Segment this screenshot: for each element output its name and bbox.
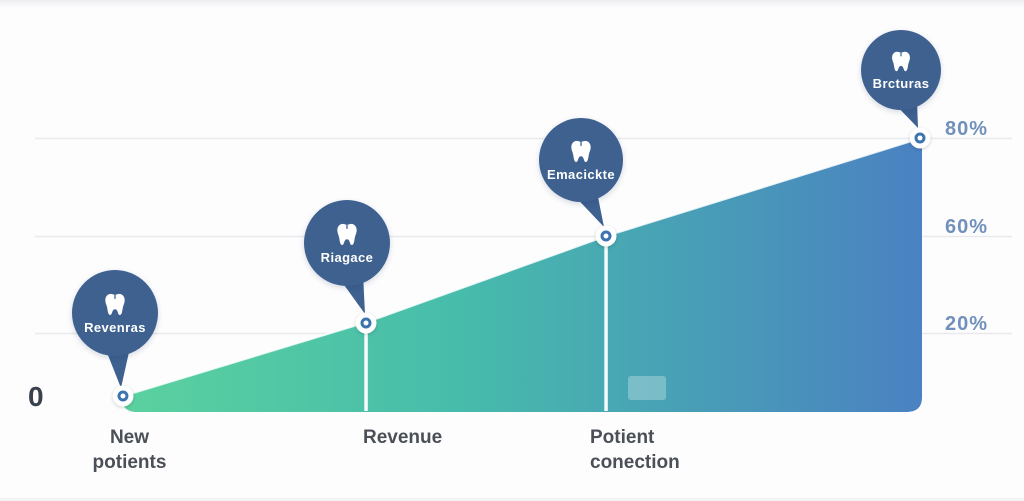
x-axis-label-revenue: Revenue [363, 426, 442, 451]
top-border-strip [0, 0, 1024, 7]
tooth-icon [571, 140, 591, 163]
bottom-border-strip [0, 498, 1024, 501]
connector-line-revenue [364, 330, 368, 411]
x-axis-label-retention: Potient conection [590, 426, 680, 475]
x-axis-label-new-patients: New potients [67, 426, 192, 475]
tooth-icon [337, 223, 357, 246]
tooth-icon [892, 51, 910, 72]
callout-bubble-new-patients: Revenras [72, 270, 158, 356]
x-axis-label-line: Revenue [363, 427, 443, 448]
y-axis-tick-60: 60% [945, 216, 989, 238]
x-axis-label-line: New [109, 427, 150, 448]
y-axis-tick-20: 20% [945, 313, 989, 335]
data-point-marker [112, 385, 134, 407]
bubble-label: Brcturas [872, 76, 930, 91]
bubble-label: Riagace [320, 250, 374, 265]
data-point-marker [595, 225, 617, 247]
connector-line-retention [604, 243, 608, 411]
marker-core [360, 317, 372, 329]
x-axis-label-line: potients [92, 451, 167, 473]
marker-core [914, 132, 926, 144]
marker-core [600, 230, 612, 242]
marker-core [117, 390, 129, 402]
callout-bubble-revenue: Riagace [304, 200, 390, 286]
data-point-marker [909, 127, 931, 149]
x-axis-label-line: conection [590, 451, 680, 473]
watermark-patch [628, 376, 666, 400]
y-axis-origin-label: 0 [28, 381, 44, 412]
data-point-marker [355, 312, 377, 334]
callout-bubble-retention: Emacickte [539, 118, 623, 202]
y-axis-tick-80: 80% [945, 118, 989, 140]
callout-bubble-top: Brcturas [861, 30, 941, 110]
tooth-icon [105, 293, 125, 316]
area-top-edge [122, 137, 919, 398]
x-axis-label-line: Potient [590, 427, 655, 448]
area-series [123, 138, 922, 413]
bubble-label: Revenras [84, 320, 146, 335]
bubble-label: Emacickte [547, 167, 615, 182]
